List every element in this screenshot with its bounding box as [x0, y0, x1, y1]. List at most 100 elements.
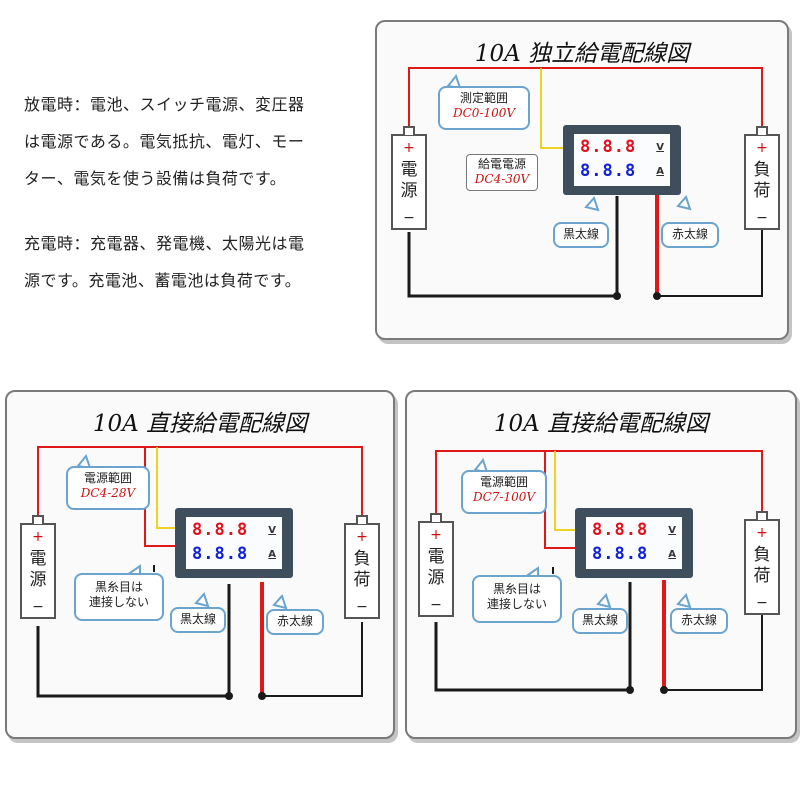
yellow-wire	[540, 68, 566, 149]
thin-black-note-line: 連接しない	[88, 595, 149, 609]
source-label: 電源	[22, 549, 54, 591]
junction-dot	[653, 292, 661, 300]
supply-range-value: DC7-100V	[472, 490, 536, 504]
supply-range-value: DC4-28V	[80, 486, 136, 500]
junction-dot	[613, 292, 621, 300]
supply-range-bubble: 電源範囲 DC4-28V	[66, 466, 150, 510]
load: + 負荷 −	[344, 515, 380, 619]
supply-range-label: 電源範囲	[479, 475, 528, 489]
black-wire-bubble: 黒太線	[572, 608, 628, 634]
plus-terminal: +	[430, 527, 442, 543]
battery-cap	[32, 515, 44, 524]
red-wire-label: 赤太線	[680, 613, 717, 627]
junction-dot	[626, 686, 634, 694]
minus-terminal: −	[32, 599, 44, 615]
red-wire-label: 赤太線	[671, 227, 708, 241]
charge-note: 充電時：充電器、発電機、太陽光は電 源です。充電池、蓄電池は負荷です。	[24, 225, 364, 299]
current-digits: 8.8.8	[580, 161, 637, 181]
discharge-note-line: 放電時：電池、スイッチ電源、変圧器	[24, 95, 305, 114]
direct-panel-2-title: 10A 直接給電配線図	[493, 411, 709, 437]
red-wire	[435, 450, 763, 518]
junction-dot	[225, 692, 233, 700]
meter-display: 8.8.8 V 8.8.8 A	[586, 517, 682, 569]
measure-range-value: DC0-100V	[452, 106, 516, 120]
source-label: 電源	[393, 160, 425, 202]
black-wire-label: 黒太線	[581, 613, 618, 627]
junction-dot	[258, 692, 266, 700]
voltage-digits: 8.8.8	[192, 520, 249, 540]
thin-black-note-line: 連接しない	[486, 597, 547, 611]
supply-range-label: 給電電源	[477, 157, 526, 171]
source-label-text: 電源	[427, 547, 445, 588]
charge-note-line: 充電時：充電器、発電機、太陽光は電	[24, 234, 305, 253]
black-wire-bubble: 黒太線	[553, 222, 609, 248]
measure-range-label: 測定範囲	[459, 91, 508, 105]
source-label-text: 電源	[29, 549, 47, 590]
black-thick-wire	[36, 584, 231, 698]
amp-unit: A	[668, 549, 676, 560]
load-return-wire	[657, 230, 763, 297]
red-wire-bubble: 赤太線	[670, 608, 728, 634]
battery-cap	[756, 126, 768, 135]
load-label-text: 負荷	[353, 549, 371, 590]
battery-cap	[430, 513, 442, 522]
meter-display: 8.8.8 V 8.8.8 A	[186, 517, 282, 569]
black-wire-bubble: 黒太線	[170, 607, 226, 633]
plus-terminal: +	[756, 525, 768, 541]
direct-wiring-panel-1: 10A 直接給電配線図	[5, 390, 395, 739]
bubble-tail	[676, 593, 692, 609]
current-digits: 8.8.8	[192, 544, 249, 564]
volt-amp-meter: 8.8.8 V 8.8.8 A	[563, 125, 681, 195]
minus-terminal: −	[756, 210, 768, 226]
battery-cap	[756, 511, 768, 520]
power-source: + 電源 −	[391, 126, 427, 230]
voltage-digits: 8.8.8	[580, 137, 637, 157]
load-return-wire	[664, 612, 763, 691]
minus-terminal: −	[430, 597, 442, 613]
direct-panel-1-title: 10A 直接給電配線図	[92, 411, 308, 437]
bubble-tail	[584, 196, 600, 212]
source-label-text: 電源	[400, 160, 418, 201]
load: + 負荷 −	[744, 511, 780, 615]
load-label-text: 負荷	[753, 160, 771, 201]
volt-amp-meter: 8.8.8 V 8.8.8 A	[575, 508, 693, 578]
plus-terminal: +	[756, 140, 768, 156]
power-source: + 電源 −	[418, 513, 454, 617]
amp-unit: A	[656, 166, 664, 177]
volt-amp-meter: 8.8.8 V 8.8.8 A	[175, 508, 293, 578]
red-wire	[544, 451, 578, 549]
junction-dot	[660, 686, 668, 694]
thin-black-note: 黒糸目は 連接しない	[472, 575, 562, 623]
red-wire	[37, 446, 363, 518]
load-return-wire	[262, 622, 363, 697]
volt-unit: V	[668, 525, 676, 536]
charge-note-line: 源です。充電池、蓄電池は負荷です。	[24, 271, 302, 290]
load-label: 負荷	[346, 549, 378, 591]
black-thick-wire	[407, 196, 619, 298]
supply-range-value: DC4-30V	[474, 172, 530, 186]
minus-terminal: −	[356, 599, 368, 615]
bubble-tail	[272, 594, 288, 610]
thin-black-note-line: 黒糸目は	[94, 580, 143, 594]
plus-terminal: +	[356, 529, 368, 545]
red-wire-bubble: 赤太線	[661, 222, 719, 248]
red-wire	[408, 67, 763, 130]
load: + 負荷 −	[744, 126, 780, 230]
source-label: 電源	[420, 547, 452, 589]
supply-range-tag: 給電電源 DC4-30V	[466, 154, 538, 191]
discharge-note: 放電時：電池、スイッチ電源、変圧器 は電源である。電気抵抗、電灯、モー ター、電…	[24, 86, 364, 197]
thin-black-note: 黒糸目は 連接しない	[74, 573, 164, 621]
discharge-note-line: ター、電気を使う設備は負荷です。	[24, 169, 287, 188]
load-label: 負荷	[746, 160, 778, 202]
amp-unit: A	[268, 549, 276, 560]
minus-terminal: −	[403, 210, 415, 226]
yellow-wire	[156, 447, 178, 529]
red-wire-bubble: 赤太線	[266, 609, 324, 635]
plus-terminal: +	[403, 140, 415, 156]
battery-cap	[356, 515, 368, 524]
load-label-text: 負荷	[753, 545, 771, 586]
thin-black-note-line: 黒糸目は	[492, 582, 541, 596]
load-label: 負荷	[746, 545, 778, 587]
yellow-wire	[554, 451, 578, 531]
